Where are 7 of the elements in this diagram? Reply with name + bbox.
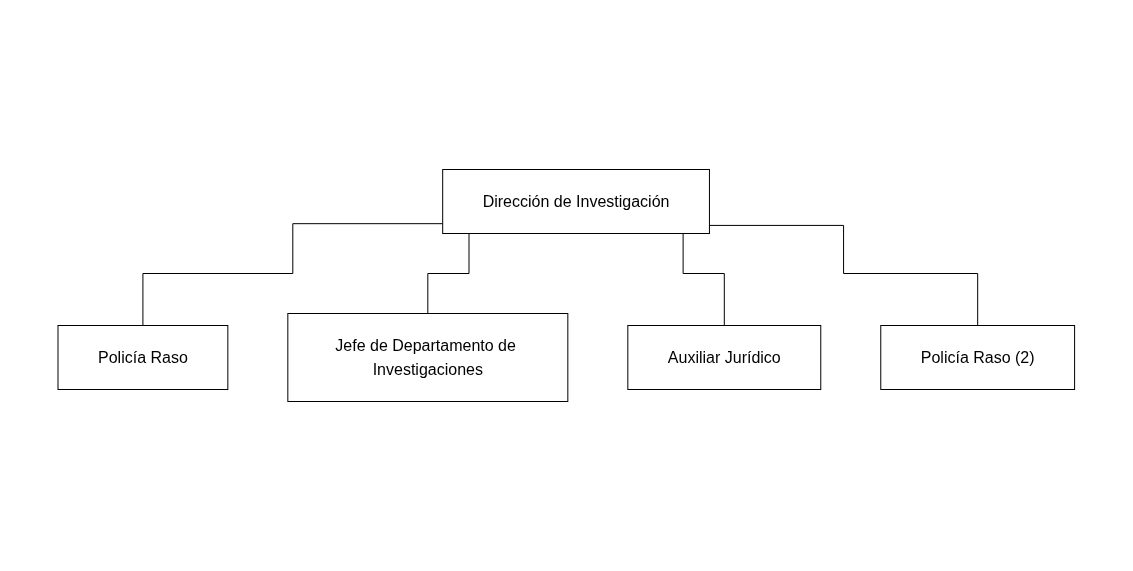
node-box: Jefe de Departamento de Investigaciones — [287, 313, 569, 402]
node-box: Auxiliar Jurídico — [627, 325, 822, 390]
node-box: Policía Raso (2) — [880, 325, 1076, 390]
node-box: Dirección de Investigación — [442, 169, 711, 234]
node-box: Policía Raso — [57, 325, 229, 390]
connector — [709, 224, 979, 326]
connector — [142, 223, 444, 326]
